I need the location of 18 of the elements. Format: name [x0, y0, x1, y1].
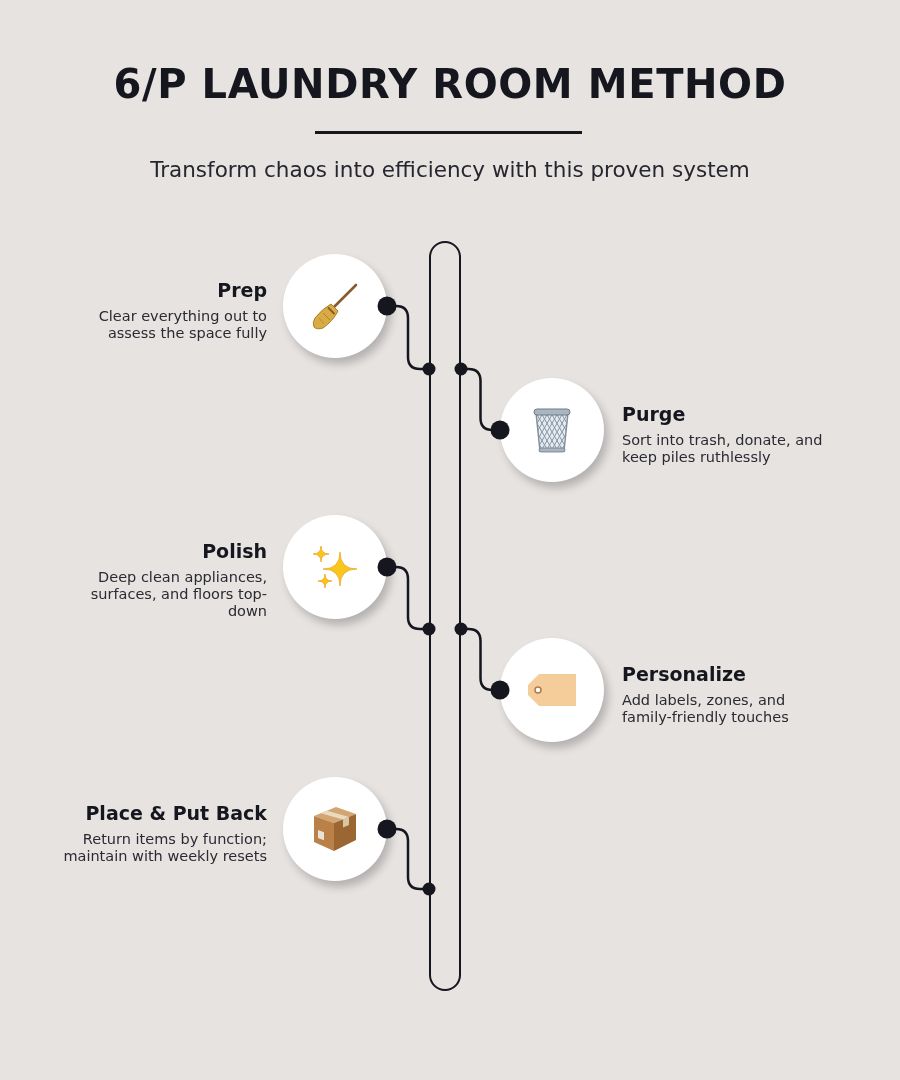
connector [454, 622, 510, 700]
step-title: Purge [622, 402, 686, 426]
step-description: Add labels, zones, and family-friendly touches [622, 692, 790, 726]
connector [377, 296, 436, 376]
connector [377, 557, 436, 636]
step-title: Personalize [622, 662, 746, 686]
connector [377, 819, 436, 896]
step-description: Return items by function; maintain with weekly resets [62, 831, 267, 865]
step-description: Sort into trash, donate, and keep piles ruthlessly [622, 432, 824, 466]
step-title: Prep [217, 278, 267, 302]
title: 6/P LAUNDRY ROOM METHOD [113, 60, 787, 108]
loop-track [429, 241, 461, 991]
connector [454, 362, 510, 440]
step-description: Deep clean appliances, surfaces, and floors top-down [89, 569, 267, 620]
step-title: Polish [202, 539, 267, 563]
subtitle: Transform chaos into efficiency with this proven system [150, 156, 750, 184]
step-title: Place & Put Back [85, 801, 267, 825]
step-description: Clear everything out to assess the space fully [97, 308, 267, 342]
